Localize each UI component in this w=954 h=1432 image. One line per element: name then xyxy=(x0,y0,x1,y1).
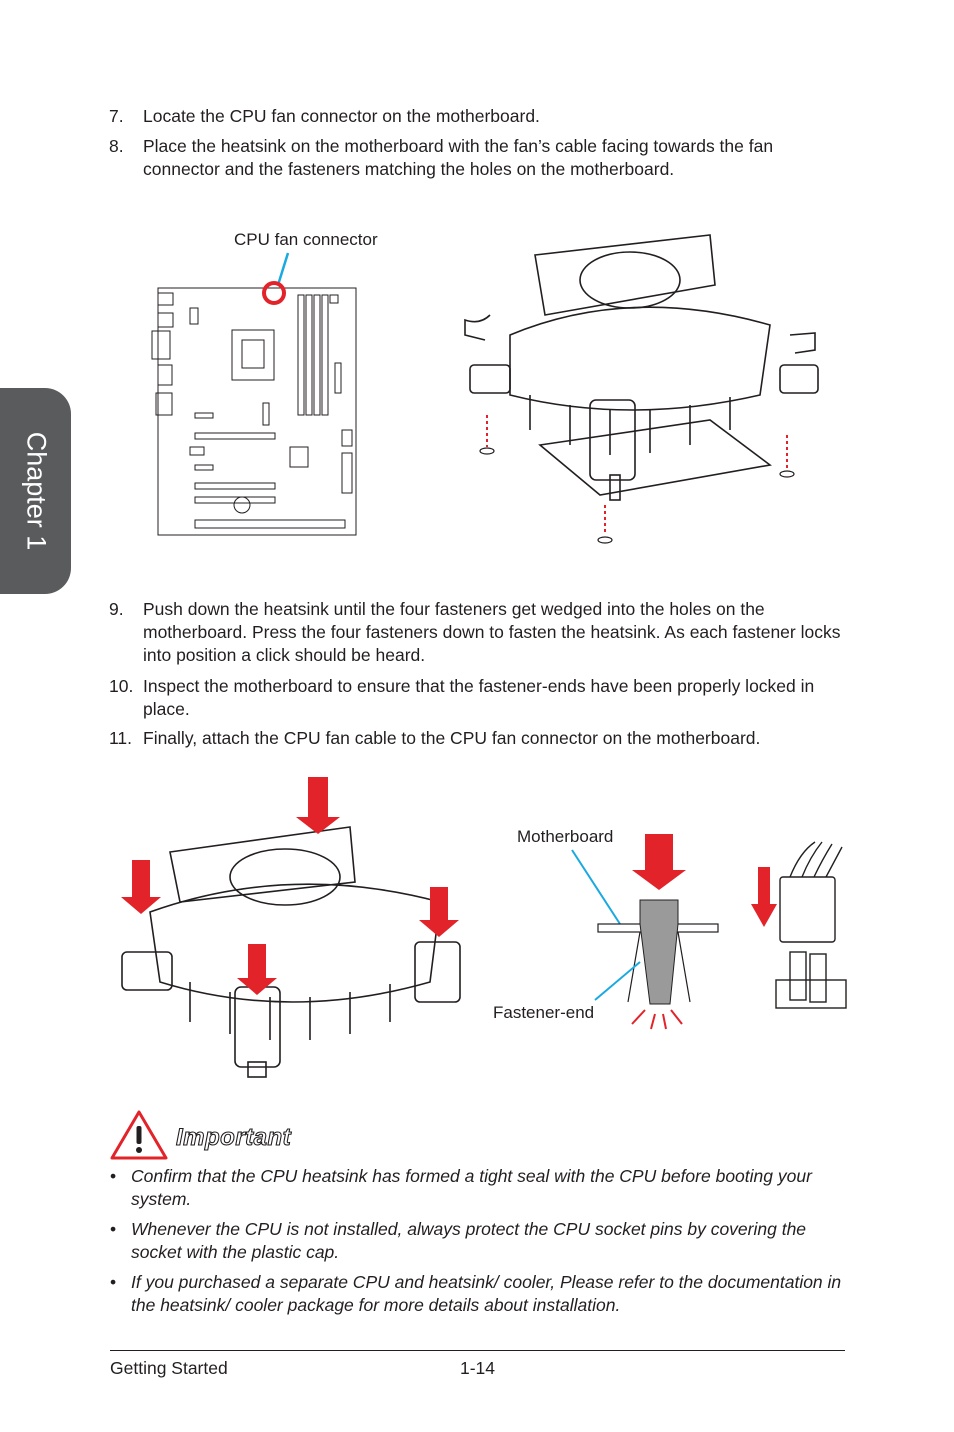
heatsink-pressed-illustration xyxy=(121,826,461,1078)
fastener-guides xyxy=(486,415,788,535)
step-text: Locate the CPU fan connector on the moth… xyxy=(143,106,540,126)
fastener-holes xyxy=(479,447,795,544)
step-number: 11. xyxy=(109,728,133,748)
step-text: Push down the heatsink until the four fa… xyxy=(143,599,841,665)
step-text: Inspect the motherboard to ensure that t… xyxy=(143,676,815,719)
connector-arrow xyxy=(751,867,777,927)
step-number: 8. xyxy=(109,136,124,156)
footer-section: Getting Started xyxy=(110,1358,228,1378)
heatsink-illustration xyxy=(464,234,819,501)
step-11: 11. Finally, attach the CPU fan cable to… xyxy=(109,727,849,750)
step-text: Finally, attach the CPU fan cable to the… xyxy=(143,728,761,748)
warning-icon xyxy=(110,1110,168,1160)
important-note: • Whenever the CPU is not installed, alw… xyxy=(110,1218,850,1264)
motherboard-label: Motherboard xyxy=(517,827,613,846)
fastener-detail xyxy=(597,899,719,1005)
connector-highlight-ring xyxy=(262,281,286,305)
chapter-tab: Chapter 1 xyxy=(0,388,71,594)
step-number: 10. xyxy=(109,676,134,696)
chapter-tab-label: Chapter 1 xyxy=(21,431,52,551)
figure-press-fasteners: Motherboard Fastener-end xyxy=(121,777,847,1078)
footer-divider xyxy=(110,1350,845,1351)
press-arrows xyxy=(121,777,459,995)
page-number: 1-14 xyxy=(460,1358,496,1378)
fastener-end-label: Fastener-end xyxy=(493,1003,594,1022)
step-number: 7. xyxy=(109,106,124,126)
figure-motherboard-heatsink: CPU fan connector xyxy=(151,230,819,544)
step-10: 10. Inspect the motherboard to ensure th… xyxy=(109,675,849,721)
fastener-press-arrow xyxy=(632,834,686,890)
click-marks xyxy=(631,1009,683,1030)
step-7: 7. Locate the CPU fan connector on the m… xyxy=(109,105,849,128)
bullet: • xyxy=(110,1166,117,1186)
note-text: If you purchased a separate CPU and heat… xyxy=(131,1272,842,1315)
important-note: • If you purchased a separate CPU and he… xyxy=(110,1271,850,1317)
note-text: Confirm that the CPU heatsink has formed… xyxy=(131,1166,812,1209)
bullet: • xyxy=(110,1219,117,1239)
step-number: 9. xyxy=(109,599,124,619)
cpu-fan-connector-label: CPU fan connector xyxy=(234,230,378,249)
bullet: • xyxy=(110,1272,117,1292)
step-text: Place the heatsink on the motherboard wi… xyxy=(143,136,774,179)
motherboard-diagram xyxy=(151,287,357,536)
note-text: Whenever the CPU is not installed, alway… xyxy=(131,1219,807,1262)
important-note: • Confirm that the CPU heatsink has form… xyxy=(110,1165,850,1211)
fan-cable-connector xyxy=(775,841,847,1009)
step-9: 9. Push down the heatsink until the four… xyxy=(109,598,849,667)
step-8: 8. Place the heatsink on the motherboard… xyxy=(109,135,849,181)
important-heading: Important xyxy=(175,1123,292,1151)
